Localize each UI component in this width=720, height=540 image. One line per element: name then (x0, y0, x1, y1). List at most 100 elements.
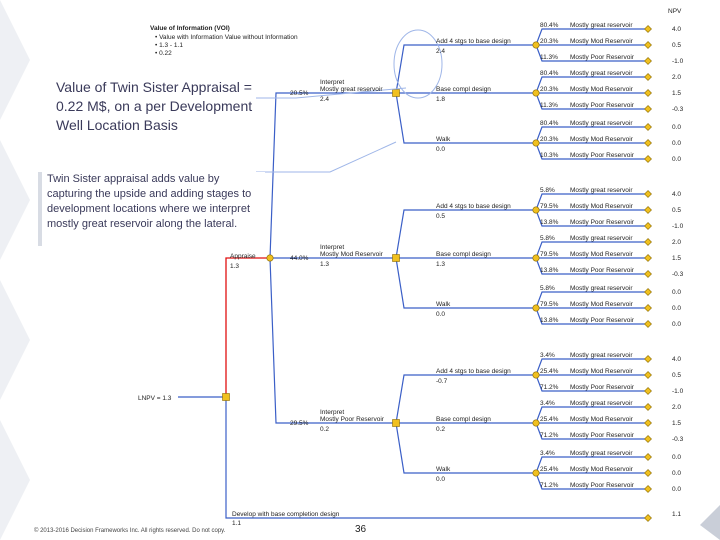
highlight-oval (393, 29, 443, 99)
branch-3-decision-1-outcome-2-npv: 0.5 (672, 372, 681, 379)
branch-1-decision-3-value: 0.0 (436, 146, 445, 153)
branch-3-decision-2-outcome-1-name: Mostly great reservoir (570, 400, 633, 407)
page-number: 36 (355, 524, 367, 535)
branch-1-decision-node (392, 89, 400, 97)
twin-callout-connector (256, 141, 397, 173)
branch-1-decision-1-outcome-2-prob: 20.3% (540, 38, 559, 45)
branch-3-decision-2-outcome-2-npv: 1.5 (672, 420, 681, 427)
branch-3-decision-2-value: 0.2 (436, 426, 445, 433)
branch-1-decision-2-label: Base compl design (436, 86, 491, 93)
legend-line-3: • 0.22 (155, 50, 172, 57)
branch-2-state: Mostly Mod Reservoir (320, 251, 384, 258)
branch-3-decision-1-label: Add 4 stgs to base design (436, 368, 511, 375)
root-label: LNPV = 1.3 (138, 395, 172, 402)
branch-1-decision-1-outcome-2-terminal (644, 41, 652, 49)
branch-3-decision-1-value: -0.7 (436, 378, 448, 385)
branch-1-decision-2-outcome-1-line (535, 76, 645, 94)
branch-1-decision-1-outcome-3-name: Mostly Poor Reservoir (570, 54, 635, 61)
branch-1-decision-1-outcome-1-prob: 80.4% (540, 22, 559, 29)
branch-1-decision-2-outcome-3-line (535, 92, 645, 110)
branch-2-decision-1-outcome-3-line (535, 209, 645, 227)
legend-line-2: • 1.3 - 1.1 (155, 42, 183, 49)
branch-2-decision-1-line (395, 209, 536, 259)
branch-3-decision-2-outcome-3-line (535, 422, 645, 440)
branch-2-decision-1-label: Add 4 stgs to base design (436, 203, 511, 210)
branch-2-decision-2-outcome-2-npv: 1.5 (672, 255, 681, 262)
branch-1-decision-3-label: Walk (436, 136, 451, 143)
branch-2-decision-node (392, 254, 400, 262)
corner-decoration (700, 505, 720, 540)
branch-2-decision-1-chance-node (532, 206, 540, 214)
branch-2-value: 1.3 (320, 261, 329, 268)
branch-3-prob: 29.5% (290, 420, 309, 427)
branch-1-decision-1-outcome-1-line (535, 28, 645, 46)
branch-1-decision-3-outcome-3-prob: 10.3% (540, 152, 559, 159)
branch-1-decision-3-outcome-1-npv: 0.0 (672, 124, 681, 131)
branch-1-decision-1-outcome-3-prob: 11.3% (540, 54, 558, 61)
branch-2-decision-3-outcome-1-prob: 5.8% (540, 285, 555, 292)
tree-text: Value of Information (VOI)• Value with I… (138, 8, 684, 527)
branch-1-decision-1-outcome-3-npv: -1.0 (672, 58, 684, 65)
branch-2-decision-2-label: Base compl design (436, 251, 491, 258)
branch-3-decision-2-outcome-3-name: Mostly Poor Reservoir (570, 432, 635, 439)
branch-1-decision-2-outcome-1-terminal (644, 73, 652, 81)
branch-3-decision-1-outcome-3-name: Mostly Poor Reservoir (570, 384, 635, 391)
branch-3-decision-3-outcome-2-npv: 0.0 (672, 470, 681, 477)
branch-1-decision-2-outcome-3-prob: 11.3% (540, 102, 558, 109)
branch-3-decision-2-outcome-2-name: Mostly Mod Reservoir (570, 416, 634, 423)
branch-3-decision-3-outcome-3-npv: 0.0 (672, 486, 681, 493)
appraise-value: 1.3 (230, 263, 239, 270)
branch-3-decision-2-outcome-1-npv: 2.0 (672, 404, 681, 411)
branch-2-decision-3-outcome-3-prob: 13.8% (540, 317, 559, 324)
branch-1-decision-2-outcome-2-npv: 1.5 (672, 90, 681, 97)
branch-3-decision-2-outcome-3-npv: -0.3 (672, 436, 684, 443)
branch-2-decision-1-value: 0.5 (436, 213, 445, 220)
branch-3-decision-3-outcome-1-name: Mostly great reservoir (570, 450, 633, 457)
branch-3-decision-3-outcome-3-line (535, 472, 645, 490)
branch-2-decision-2-outcome-3-prob: 13.8% (540, 267, 559, 274)
branch-1-decision-2-outcome-3-name: Mostly Poor Reservoir (570, 102, 635, 109)
branch-3-decision-1-outcome-2-terminal (644, 371, 652, 379)
branch-3-decision-3-outcome-2-terminal (644, 469, 652, 477)
branch-1-decision-1-outcome-1-name: Mostly great reservoir (570, 22, 633, 29)
branch-1-decision-1-outcome-2-npv: 0.5 (672, 42, 681, 49)
npv-header: NPV (668, 8, 682, 15)
branch-3-decision-2-outcome-2-prob: 25.4% (540, 416, 559, 423)
branch-2-decision-2-outcome-3-line (535, 257, 645, 275)
branch-2-decision-3-outcome-2-npv: 0.0 (672, 305, 681, 312)
branch-2-decision-1-outcome-2-npv: 0.5 (672, 207, 681, 214)
branch-1-decision-3-outcome-2-terminal (644, 139, 652, 147)
tree-nodes (222, 25, 652, 522)
branch-1-decision-1-value: 2.4 (436, 48, 445, 55)
branch-3-decision-3-chance-node (532, 469, 540, 477)
value-callout: Value of Twin Sister Appraisal = 0.22 M$… (56, 78, 256, 135)
branch-3-decision-3-outcome-1-terminal (644, 453, 652, 461)
branch-3-decision-2-outcome-1-prob: 3.4% (540, 400, 555, 407)
copyright-footer: © 2013-2016 Decision Frameworks Inc. All… (34, 528, 226, 534)
branch-2-decision-3-outcome-3-npv: 0.0 (672, 321, 681, 328)
branch-3-decision-2-outcome-3-terminal (644, 435, 652, 443)
branch-3-decision-1-outcome-1-terminal (644, 355, 652, 363)
branch-1-decision-3-outcome-1-line (535, 126, 645, 144)
branch-1-decision-3-outcome-1-prob: 80.4% (540, 120, 559, 127)
branch-1-decision-3-outcome-2-prob: 20.3% (540, 136, 559, 143)
branch-2-decision-3-outcome-2-terminal (644, 304, 652, 312)
branch-2-decision-1-outcome-2-terminal (644, 206, 652, 214)
branch-1-decision-3-outcome-1-terminal (644, 123, 652, 131)
branch-3-decision-1-chance-node (532, 371, 540, 379)
branch-1-line (269, 92, 396, 259)
branch-3-decision-3-line (395, 422, 536, 474)
branch-2-decision-2-outcome-1-npv: 2.0 (672, 239, 681, 246)
branch-3-value: 0.2 (320, 426, 329, 433)
branch-2-decision-3-value: 0.0 (436, 311, 445, 318)
branch-2-decision-3-outcome-3-terminal (644, 320, 652, 328)
branch-1-decision-3-outcome-2-name: Mostly Mod Reservoir (570, 136, 634, 143)
branch-3-decision-3-outcome-2-name: Mostly Mod Reservoir (570, 466, 634, 473)
branch-2-decision-3-outcome-1-name: Mostly great reservoir (570, 285, 633, 292)
branch-3-decision-2-outcome-2-terminal (644, 419, 652, 427)
branch-1-decision-2-chance-node (532, 89, 540, 97)
branch-2-decision-2-outcome-1-line (535, 241, 645, 259)
branch-2-decision-3-outcome-1-line (535, 291, 645, 309)
branch-1-value: 2.4 (320, 96, 329, 103)
branch-1-decision-2-outcome-2-terminal (644, 89, 652, 97)
